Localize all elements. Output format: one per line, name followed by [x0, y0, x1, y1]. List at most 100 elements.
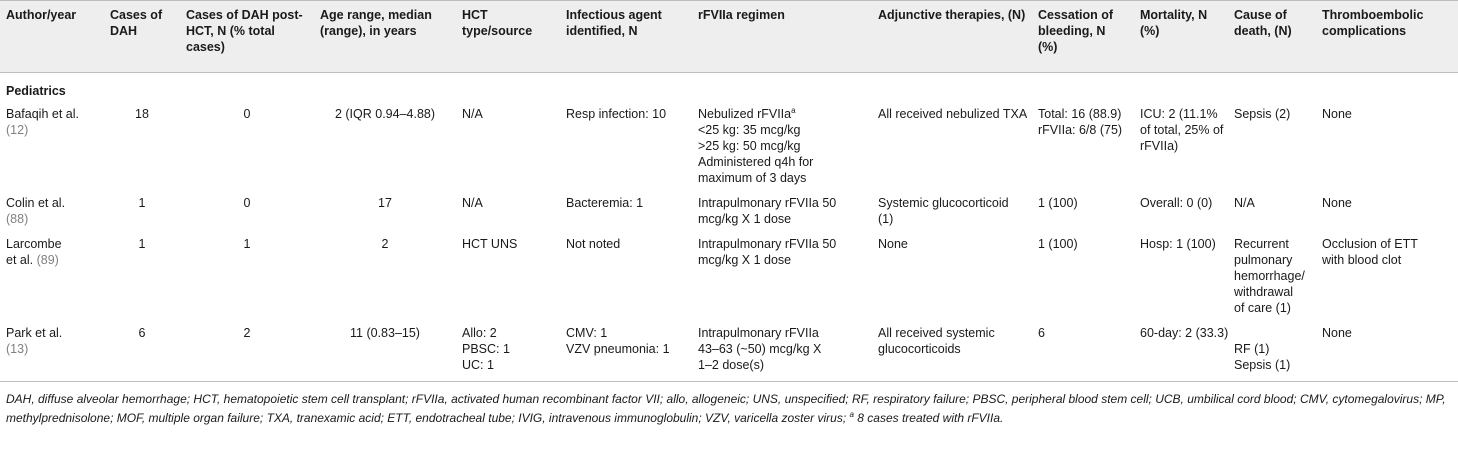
- reference-link[interactable]: (13): [6, 342, 29, 356]
- cell-adjunct: All received systemic glucocorticoids: [872, 320, 1032, 382]
- cell-line: N/A: [1234, 196, 1255, 210]
- cell-thrombo: None: [1316, 320, 1458, 382]
- cell-line: Sepsis (2): [1234, 107, 1291, 121]
- table-row: Bafaqih et al. (12) 18 0 2 (IQR 0.94–4.8…: [0, 101, 1458, 190]
- cell-author: Larcombe et al. (89): [0, 231, 104, 320]
- cell-post-hct: 1: [243, 237, 251, 251]
- cell-thrombo: Occlusion of ETT with blood clot: [1316, 231, 1458, 320]
- cell-line: UC: 1: [462, 358, 494, 372]
- cell-line: None: [1322, 107, 1352, 121]
- cell-cause: Recurrent pulmonary hemorrhage/ withdraw…: [1228, 231, 1316, 320]
- cell-line: Intrapulmonary rFVIIa: [698, 326, 819, 340]
- cell-cases: 1: [138, 196, 146, 210]
- cell-line: Recurrent: [1234, 237, 1289, 251]
- cell-line: VZV pneumonia: 1: [566, 342, 670, 356]
- cell-line: 1–2 dose(s): [698, 358, 765, 372]
- col-header-hct-type: HCT type/source: [456, 0, 560, 73]
- col-header-author-year: Author/year: [0, 0, 104, 73]
- cell-line: ICU: 2 (11.1%: [1140, 107, 1218, 121]
- cell-age: 2: [381, 237, 389, 251]
- cell-line: CMV: 1: [566, 326, 608, 340]
- cell-line: Total: 16 (88.9): [1038, 107, 1122, 121]
- cell-line: hemorrhage/: [1234, 269, 1305, 283]
- col-header-rfviia-regimen: rFVIIa regimen: [692, 0, 872, 73]
- cell-line: pulmonary: [1234, 253, 1293, 267]
- cell-mortality: ICU: 2 (11.1% of total, 25% of rFVIIa): [1134, 101, 1228, 190]
- cell-cause: Sepsis (2): [1228, 101, 1316, 190]
- cell-line: All received nebulized TXA: [878, 107, 1028, 121]
- cell-line: rFVIIa: 6/8 (75): [1038, 123, 1123, 137]
- cell-author: Colin et al. (88): [0, 190, 104, 231]
- cell-line: N/A: [462, 196, 483, 210]
- col-header-adjunctive: Adjunctive therapies, (N): [872, 0, 1032, 73]
- cell-line: with blood clot: [1322, 253, 1402, 267]
- cell-line: PBSC: 1: [462, 342, 510, 356]
- header-row: Author/year Cases of DAH Cases of DAH po…: [0, 0, 1458, 73]
- cell-line: mcg/kg X 1 dose: [698, 212, 792, 226]
- col-header-thromboembolic: Thromboembolic complications: [1316, 0, 1458, 73]
- col-header-cause-death: Cause of death, (N): [1228, 0, 1316, 73]
- cell-line: HCT UNS: [462, 237, 518, 251]
- footnote-end: 8 cases treated with rFVIIa.: [853, 411, 1004, 425]
- cell-line: Occlusion of ETT: [1322, 237, 1418, 251]
- footnote-marker: a: [849, 410, 854, 419]
- cell-infect: Not noted: [560, 231, 692, 320]
- section-row: Pediatrics: [0, 73, 1458, 102]
- author-name: Colin et al.: [6, 196, 66, 210]
- cell-line: mcg/kg X 1 dose: [698, 253, 792, 267]
- cell-hct: N/A: [456, 190, 560, 231]
- reference-link[interactable]: (88): [6, 212, 29, 226]
- reference-link[interactable]: (12): [6, 123, 29, 137]
- regimen-head: Nebulized rFVIIa: [698, 107, 792, 121]
- cell-cause: N/A: [1228, 190, 1316, 231]
- data-table: Author/year Cases of DAH Cases of DAH po…: [0, 0, 1458, 382]
- cell-author: Park et al. (13): [0, 320, 104, 382]
- footnote-line: DAH, diffuse alveolar hemorrhage; HCT, h…: [6, 392, 1234, 406]
- cell-post-hct: 2: [180, 320, 314, 382]
- cell-hct: N/A: [456, 101, 560, 190]
- cell-line: of care (1): [1234, 301, 1291, 315]
- cell-adjunct: Systemic glucocorticoid (1): [872, 190, 1032, 231]
- cell-line: Overall: 0 (0): [1140, 196, 1213, 210]
- cell-line: Resp infection: 10: [566, 107, 667, 121]
- cell-cessation: 6: [1032, 320, 1134, 382]
- cell-mortality: Overall: 0 (0): [1134, 190, 1228, 231]
- cell-line: Systemic glucocorticoid: [878, 196, 1009, 210]
- cell-line: of total, 25% of: [1140, 123, 1224, 137]
- table-row: Colin et al. (88) 1 0 17 N/A Bacteremia:…: [0, 190, 1458, 231]
- col-header-infectious-agent: Infectious agent identified, N: [560, 0, 692, 73]
- author-name-cont: et al.: [6, 253, 34, 267]
- cell-line: 1 (100): [1038, 196, 1078, 210]
- cell-line: >25 kg: 50 mcg/kg: [698, 139, 801, 153]
- cell-thrombo: None: [1316, 190, 1458, 231]
- section-label-pediatrics: Pediatrics: [6, 84, 66, 98]
- cell-line: RF (1): [1234, 342, 1270, 356]
- cell-adjunct: All received nebulized TXA: [872, 101, 1032, 190]
- author-name: Bafaqih et al.: [6, 107, 79, 121]
- cell-line: All received systemic: [878, 326, 995, 340]
- cell-hct: HCT UNS: [456, 231, 560, 320]
- cell-line: 6: [1038, 326, 1045, 340]
- cell-line: [1234, 325, 1310, 341]
- cell-adjunct: None: [872, 231, 1032, 320]
- cell-cessation: Total: 16 (88.9) rFVIIa: 6/8 (75): [1032, 101, 1134, 190]
- cell-regimen: Nebulized rFVIIaa <25 kg: 35 mcg/kg >25 …: [692, 101, 872, 190]
- cell-line: Not noted: [566, 237, 621, 251]
- cell-cause: RF (1) Sepsis (1): [1228, 320, 1316, 382]
- cell-age: 11 (0.83–15): [314, 320, 456, 382]
- cell-infect: CMV: 1 VZV pneumonia: 1: [560, 320, 692, 382]
- cell-cases: 6: [104, 320, 180, 382]
- cell-thrombo: None: [1316, 101, 1458, 190]
- cell-mortality: 60-day: 2 (33.3): [1134, 320, 1228, 382]
- author-name: Larcombe: [6, 237, 62, 251]
- cell-post-hct: 0: [243, 107, 251, 121]
- cell-infect: Bacteremia: 1: [560, 190, 692, 231]
- cell-line: Sepsis (1): [1234, 358, 1291, 372]
- cell-regimen: Intrapulmonary rFVIIa 43–63 (~50) mcg/kg…: [692, 320, 872, 382]
- cell-line: Administered q4h for: [698, 155, 814, 169]
- table-row: Larcombe et al. (89) 1 1 2 HCT UNS Not n…: [0, 231, 1458, 320]
- table-footnote: DAH, diffuse alveolar hemorrhage; HCT, h…: [0, 382, 1452, 428]
- reference-link[interactable]: (89): [36, 253, 59, 267]
- cell-hct: Allo: 2 PBSC: 1 UC: 1: [456, 320, 560, 382]
- col-header-cessation: Cessation of bleeding, N (%): [1032, 0, 1134, 73]
